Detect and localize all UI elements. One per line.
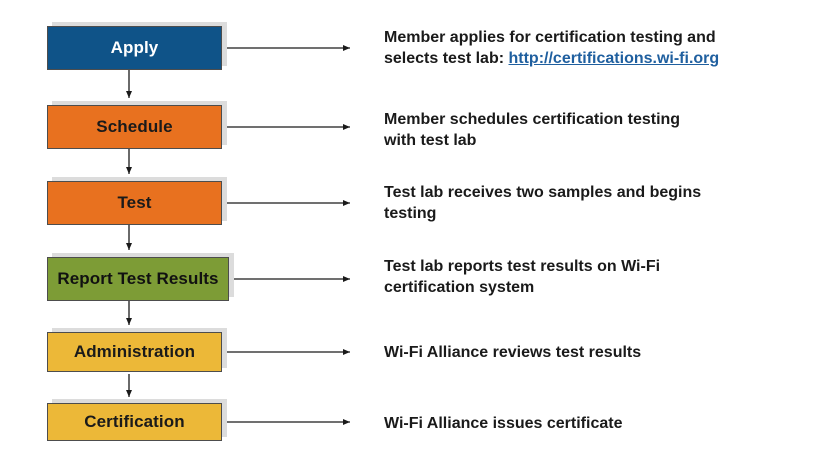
- step-schedule-label: Schedule: [96, 117, 173, 136]
- step-apply-description: Member applies for certification testing…: [384, 27, 804, 69]
- step-test-description: Test lab receives two samples and begins…: [384, 182, 804, 224]
- description-line: certification system: [384, 279, 535, 296]
- step-administration: Administration: [47, 328, 227, 372]
- description-line: Wi-Fi Alliance reviews test results: [384, 344, 642, 361]
- step-certification-label: Certification: [84, 412, 185, 431]
- description-line: Wi-Fi Alliance issues certificate: [384, 415, 623, 432]
- step-test-box: Test: [47, 181, 222, 225]
- step-apply-box: Apply: [47, 26, 222, 70]
- step-apply: Apply: [47, 22, 227, 70]
- step-certification: Certification: [47, 399, 227, 441]
- step-administration-label: Administration: [73, 342, 196, 361]
- description-line: with test lab: [384, 132, 477, 149]
- description-line: Member applies for certification testing…: [384, 29, 716, 46]
- step-certification-description: Wi-Fi Alliance issues certificate: [384, 413, 804, 434]
- description-line: selects test lab: http://certifications.…: [384, 48, 804, 69]
- step-schedule: Schedule: [47, 101, 227, 149]
- step-certification-box: Certification: [47, 403, 222, 441]
- certifications-link[interactable]: http://certifications.wi-fi.org: [508, 50, 720, 67]
- step-report-test-results: Report Test Results: [47, 253, 234, 301]
- description-line: testing: [384, 205, 437, 222]
- description-line: Member schedules certification testing: [384, 111, 681, 128]
- step-test: Test: [47, 177, 227, 225]
- step-report-test-results-box: Report Test Results: [47, 257, 229, 301]
- description-line: Test lab reports test results on Wi-Fi: [384, 258, 661, 275]
- step-report-test-results-description: Test lab reports test results on Wi-Fi c…: [384, 256, 804, 298]
- step-schedule-description: Member schedules certification testing w…: [384, 109, 804, 151]
- step-schedule-box: Schedule: [47, 105, 222, 149]
- step-report-test-results-label: Report Test Results: [57, 269, 219, 288]
- step-apply-label: Apply: [110, 38, 159, 57]
- description-prefix: selects test lab:: [384, 50, 509, 67]
- step-administration-description: Wi-Fi Alliance reviews test results: [384, 342, 804, 363]
- description-line: Test lab receives two samples and begins: [384, 184, 702, 201]
- step-test-label: Test: [117, 193, 152, 212]
- step-administration-box: Administration: [47, 332, 222, 372]
